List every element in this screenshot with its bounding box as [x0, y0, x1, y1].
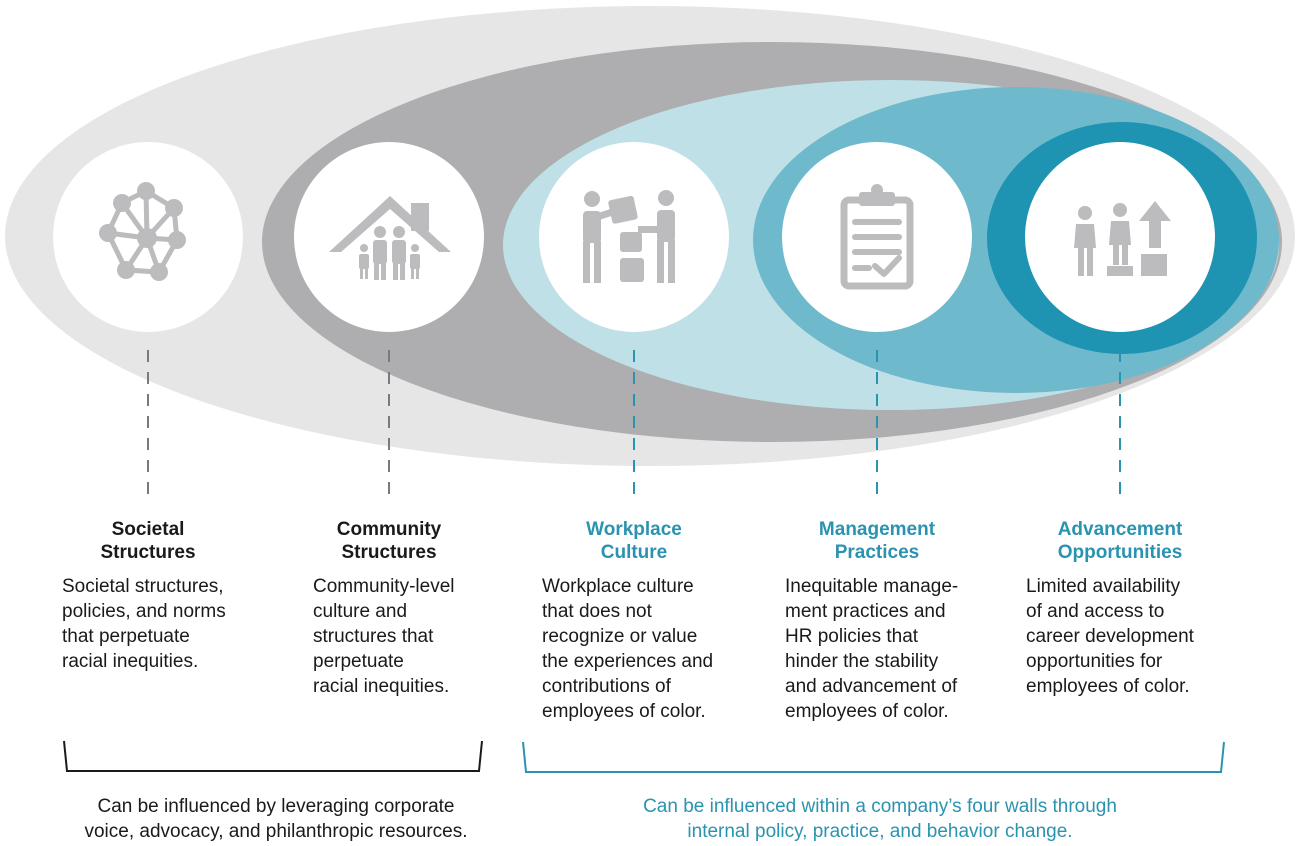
internal-influence-caption: Can be influenced within a company’s fou… — [643, 796, 1117, 842]
management-title: Management Practices — [818, 519, 936, 563]
societal-column: Societal Structures Societal structures,… — [48, 518, 248, 674]
clipboard-checklist-icon — [840, 184, 914, 290]
workplace-description: Workplace culture that does not recogniz… — [542, 576, 714, 722]
community-circle — [294, 142, 484, 332]
workplace-column: Workplace Culture Workplace culture that… — [534, 518, 734, 724]
internal-bracket — [522, 741, 1225, 773]
career-advancement-icon — [1074, 201, 1171, 276]
people-collaborating-icon — [583, 190, 675, 283]
family-house-icon — [329, 196, 451, 280]
advancement-title: Advancement Opportunities — [1057, 519, 1183, 563]
community-description: Community-level culture and structures t… — [313, 576, 455, 697]
community-column: Community Structures Community-level cul… — [289, 518, 489, 699]
advancement-column: Advancement Opportunities Limited availa… — [1020, 518, 1220, 699]
societal-description: Societal structures, policies, and norms… — [62, 576, 226, 672]
community-title: Community Structures — [336, 519, 442, 563]
societal-title: Societal Structures — [100, 519, 196, 563]
advancement-description: Limited availability of and access to ca… — [1026, 576, 1194, 697]
workplace-title: Workplace Culture — [586, 519, 682, 563]
management-description: Inequitable manage- ment practices and H… — [785, 576, 959, 722]
external-influence-caption: Can be influenced by leveraging corporat… — [84, 796, 468, 842]
network-icon — [99, 182, 186, 281]
external-bracket — [63, 740, 483, 772]
management-column: Management Practices Inequitable manage-… — [777, 518, 977, 724]
